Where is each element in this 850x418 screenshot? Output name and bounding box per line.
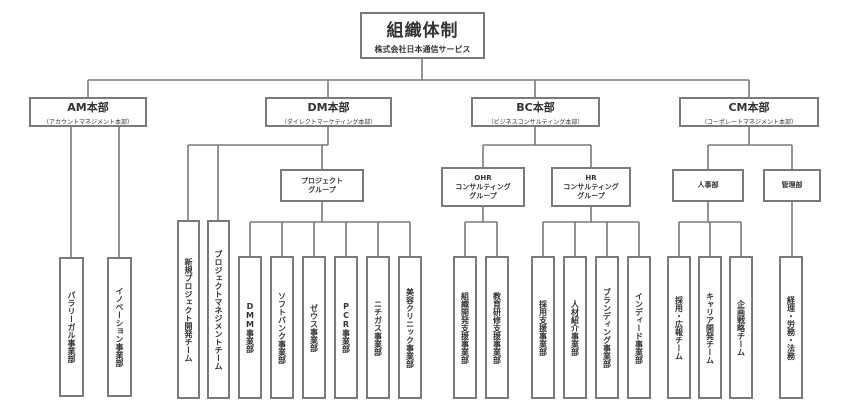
hr-group-box: HR コンサルティング グループ bbox=[551, 167, 631, 207]
ohr-group-line3: グループ bbox=[469, 191, 497, 200]
dm-division-box: DM本部 （ダイレクトマーケティング本部） bbox=[265, 97, 392, 127]
team-name: PCR事業部 bbox=[341, 302, 351, 353]
team-name: パラリーガル事業部 bbox=[67, 291, 76, 363]
dm-division-sub: （ダイレクトマーケティング本部） bbox=[280, 118, 377, 126]
hr-group-line3: グループ bbox=[577, 191, 605, 200]
team-name: キャリア開発チーム bbox=[705, 291, 715, 364]
team-name: 組織開発支援事業部 bbox=[460, 291, 470, 364]
team-box-dm7: ニチガス事業部 bbox=[366, 256, 390, 399]
team-name: プロジェクトマネジメントチーム bbox=[214, 249, 223, 370]
team-box-bc3: 採用支援事業部 bbox=[531, 256, 555, 399]
project-group-line2: グループ bbox=[308, 185, 336, 194]
jinji-dept-box: 人事部 bbox=[672, 169, 744, 202]
team-name: ブランディング事業部 bbox=[602, 287, 612, 368]
bc-division-sub: （ビジネスコンサルティング本部） bbox=[487, 118, 584, 126]
team-name: 新規プロジェクト開発チーム bbox=[184, 257, 193, 362]
am-division-box: AM本部 （アカウントマネジメント本部） bbox=[29, 97, 147, 127]
team-box-am1: パラリーガル事業部 bbox=[59, 257, 84, 397]
team-box-bc5: ブランディング事業部 bbox=[595, 256, 619, 399]
cm-division-box: CM本部 （コーポレートマネジメント本部） bbox=[679, 97, 819, 127]
team-box-dm8: 美容クリニック事業部 bbox=[398, 256, 422, 399]
team-box-dm1: 新規プロジェクト開発チーム bbox=[177, 220, 200, 399]
team-name: 採用・広報チーム bbox=[674, 295, 684, 360]
team-name: 採用支援事業部 bbox=[538, 299, 548, 356]
project-group-box: プロジェクト グループ bbox=[280, 169, 364, 202]
team-name: 教育研修支援事業部 bbox=[492, 291, 502, 364]
team-name: 企画戦略チーム bbox=[736, 299, 746, 356]
project-group-line1: プロジェクト bbox=[301, 176, 343, 185]
team-box-bc6: インディード事業部 bbox=[627, 256, 651, 399]
team-box-am2: イノベーション事業部 bbox=[107, 257, 132, 397]
team-box-dm2: プロジェクトマネジメントチーム bbox=[207, 220, 230, 399]
hr-group-line1: HR bbox=[585, 173, 597, 182]
team-box-dm5: ゼウス事業部 bbox=[302, 256, 326, 399]
team-box-cm2: キャリア開発チーム bbox=[698, 256, 722, 399]
team-box-bc4: 人材紹介事業部 bbox=[563, 256, 587, 399]
team-name: ゼウス事業部 bbox=[309, 303, 319, 352]
company-title: 組織体制 bbox=[386, 21, 459, 41]
team-name: ニチガス事業部 bbox=[373, 299, 383, 356]
team-name: 美容クリニック事業部 bbox=[405, 287, 415, 368]
team-box-bc1: 組織開発支援事業部 bbox=[453, 256, 477, 399]
jinji-dept-name: 人事部 bbox=[697, 181, 719, 189]
am-division-name: AM本部 bbox=[67, 100, 109, 114]
company-name: 株式会社日本通信サービス bbox=[374, 45, 471, 54]
kanri-dept-name: 管理部 bbox=[781, 181, 803, 189]
team-box-dm3: DMM事業部 bbox=[238, 256, 262, 399]
kanri-dept-box: 管理部 bbox=[763, 169, 821, 202]
team-box-dm4: ソフトバンク事業部 bbox=[270, 256, 294, 399]
bc-division-box: BC本部 （ビジネスコンサルティング本部） bbox=[471, 97, 600, 127]
team-box-cm4: 経理・労務・法務 bbox=[779, 256, 803, 399]
ohr-group-box: OHR コンサルティング グループ bbox=[441, 167, 525, 207]
dm-division-name: DM本部 bbox=[307, 100, 350, 114]
team-box-dm6: PCR事業部 bbox=[334, 256, 358, 399]
ohr-group-line1: OHR bbox=[474, 173, 492, 182]
team-name: 人材紹介事業部 bbox=[570, 299, 580, 356]
team-box-cm3: 企画戦略チーム bbox=[729, 256, 753, 399]
team-name: ソフトバンク事業部 bbox=[277, 291, 287, 364]
ohr-group-line2: コンサルティング bbox=[455, 182, 511, 191]
team-name: イノベーション事業部 bbox=[115, 287, 124, 367]
bc-division-name: BC本部 bbox=[516, 100, 555, 114]
team-name: インディード事業部 bbox=[634, 291, 644, 364]
team-name: DMM事業部 bbox=[245, 302, 255, 353]
am-division-sub: （アカウントマネジメント本部） bbox=[42, 118, 133, 126]
team-name: 経理・労務・法務 bbox=[786, 295, 796, 360]
team-box-bc2: 教育研修支援事業部 bbox=[485, 256, 509, 399]
company-box: 組織体制 株式会社日本通信サービス bbox=[360, 12, 485, 59]
team-box-cm1: 採用・広報チーム bbox=[667, 256, 691, 399]
hr-group-line2: コンサルティング bbox=[563, 182, 619, 191]
cm-division-name: CM本部 bbox=[728, 100, 770, 114]
cm-division-sub: （コーポレートマネジメント本部） bbox=[700, 118, 797, 126]
